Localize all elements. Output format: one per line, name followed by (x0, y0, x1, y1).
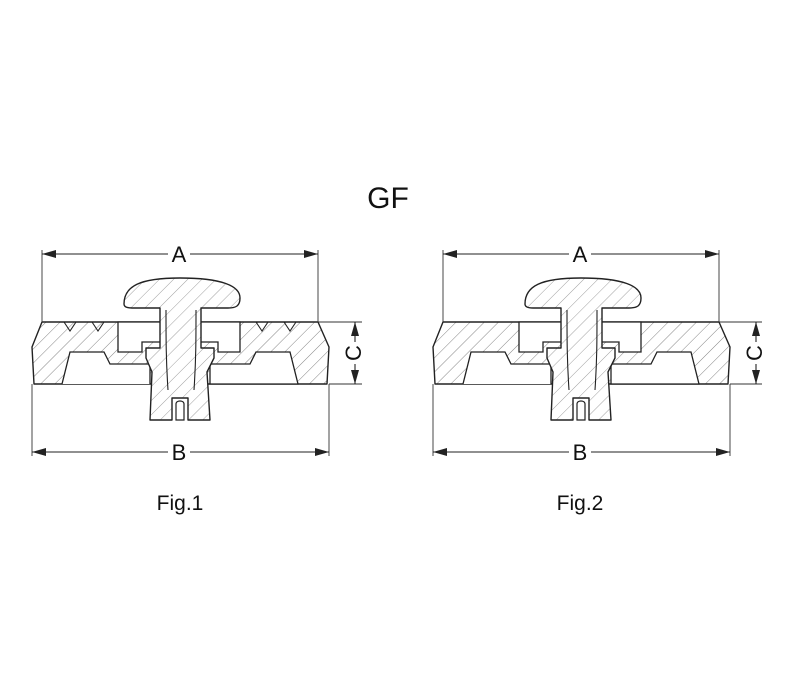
rivet-slot (175, 400, 185, 421)
figure-2-caption: Fig.2 (557, 492, 604, 515)
rivet (524, 277, 642, 421)
figure-1: A B C Fig.1 (31, 240, 367, 515)
dimension-c-label: C (341, 345, 366, 361)
dimension-b-label: B (573, 440, 588, 465)
drawing-title: GF (367, 182, 409, 215)
dimension-a-label: A (573, 242, 588, 267)
rivet-slot (576, 400, 586, 421)
figure-1-caption: Fig.1 (157, 492, 204, 515)
top-notches (63, 321, 297, 332)
dimension-a-label: A (172, 242, 187, 267)
dimension-c-label: C (742, 345, 767, 361)
rivet (123, 277, 241, 421)
dimension-b-label: B (172, 440, 187, 465)
figure-2: A B C Fig.2 (432, 240, 768, 515)
